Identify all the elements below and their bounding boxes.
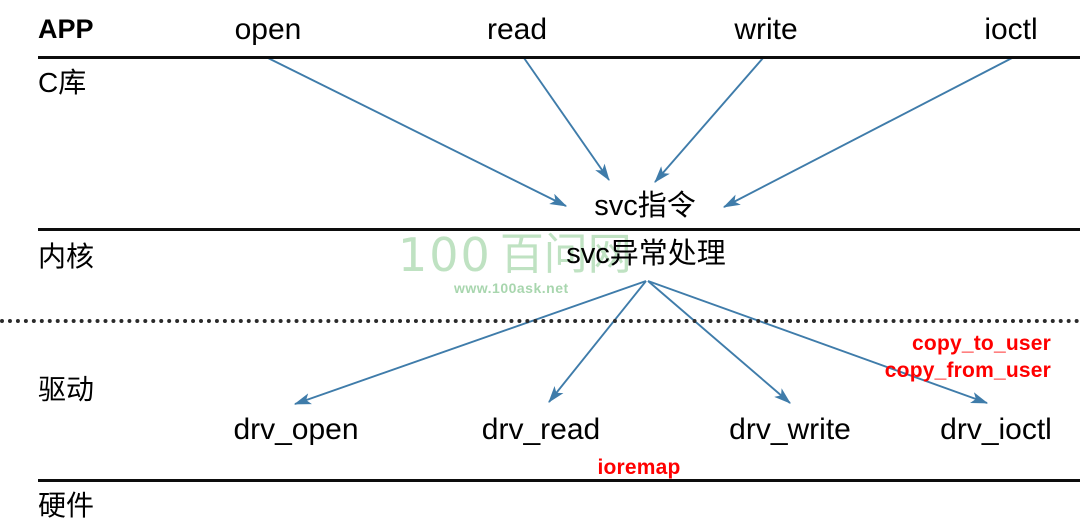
node-drv-write[interactable]: drv_write <box>729 413 851 446</box>
divider-clib-kernel <box>38 228 1080 231</box>
node-read[interactable]: read <box>486 13 548 46</box>
node-write[interactable]: write <box>734 13 798 46</box>
node-ioctl[interactable]: ioctl <box>984 13 1038 46</box>
node-drv-open[interactable]: drv_open <box>233 413 359 446</box>
layer-label-clib: C库 <box>38 67 87 98</box>
arrow-svc-to-drv-write <box>647 280 791 404</box>
watermark-url: www.100ask.net <box>454 280 569 296</box>
layer-label-app: APP <box>38 14 94 44</box>
arrow-ioctl-to-svc <box>722 57 1013 208</box>
node-drv-ioctl[interactable]: drv_ioctl <box>940 413 1052 446</box>
node-drv-read[interactable]: drv_read <box>481 413 601 446</box>
arrow-svc-to-drv-read <box>548 280 647 403</box>
divider-app-clib <box>38 56 1080 59</box>
node-open[interactable]: open <box>234 13 302 46</box>
divider-driver-hw <box>38 479 1080 482</box>
node-svc-handler[interactable]: svc异常处理 <box>566 238 726 270</box>
node-svc-instruction[interactable]: svc指令 <box>594 190 696 222</box>
watermark-number: 100 <box>398 228 492 282</box>
arrow-write-to-svc <box>654 57 764 183</box>
layer-label-driver: 驱动 <box>38 374 95 405</box>
arrow-svc-to-drv-open <box>293 280 647 405</box>
layer-label-kernel: 内核 <box>38 241 95 272</box>
annotation-ioremap: ioremap <box>597 456 681 479</box>
arrow-read-to-svc <box>523 57 610 181</box>
annotation-copy-from-user: copy_from_user <box>884 359 1051 382</box>
arrow-open-to-svc <box>267 57 568 207</box>
divider-kernel-driver-dashed <box>0 319 1080 323</box>
layer-label-hw: 硬件 <box>38 490 95 521</box>
annotation-copy-to-user: copy_to_user <box>912 332 1051 355</box>
